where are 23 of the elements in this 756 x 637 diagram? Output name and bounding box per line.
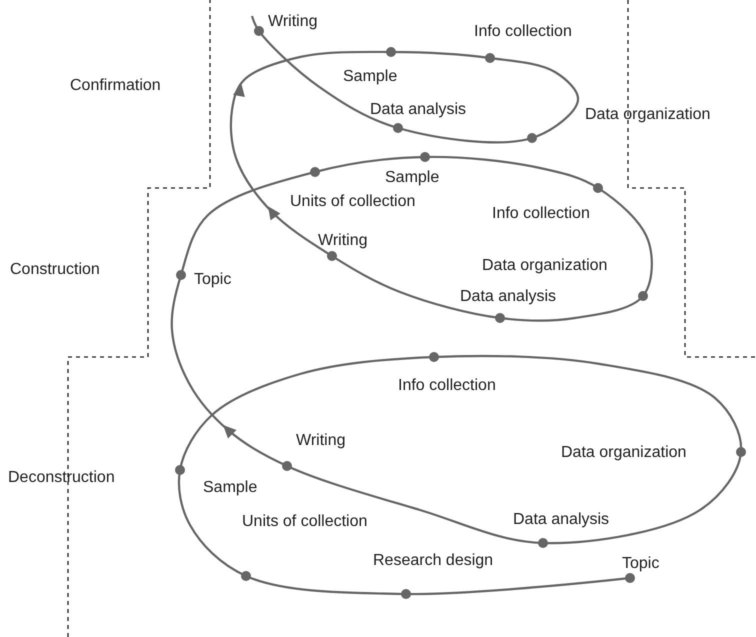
step-label: Writing (268, 13, 318, 31)
step-label: Topic (194, 271, 232, 289)
step-label: Topic (622, 555, 660, 573)
step-label: Sample (385, 169, 440, 187)
step-label: Data organization (585, 106, 710, 124)
step-label: Data organization (561, 444, 686, 462)
stage-label: Construction (10, 261, 100, 279)
step-label: Info collection (474, 23, 572, 41)
step-label: Data analysis (460, 288, 556, 306)
step-label: Writing (296, 432, 346, 450)
step-label: Info collection (492, 205, 590, 223)
step-label: Research design (373, 552, 494, 570)
step-label: Data analysis (513, 511, 610, 529)
stage-label: Deconstruction (8, 469, 115, 487)
step-label: Sample (343, 68, 398, 86)
step-label: Units of collection (290, 193, 416, 211)
step-label: Info collection (398, 377, 496, 395)
step-label: Writing (318, 232, 368, 250)
step-label: Data analysis (370, 101, 466, 119)
stage-label: Confirmation (70, 77, 161, 95)
step-label: Sample (203, 479, 258, 497)
step-label: Data organization (482, 257, 608, 275)
step-label: Units of collection (242, 513, 368, 531)
